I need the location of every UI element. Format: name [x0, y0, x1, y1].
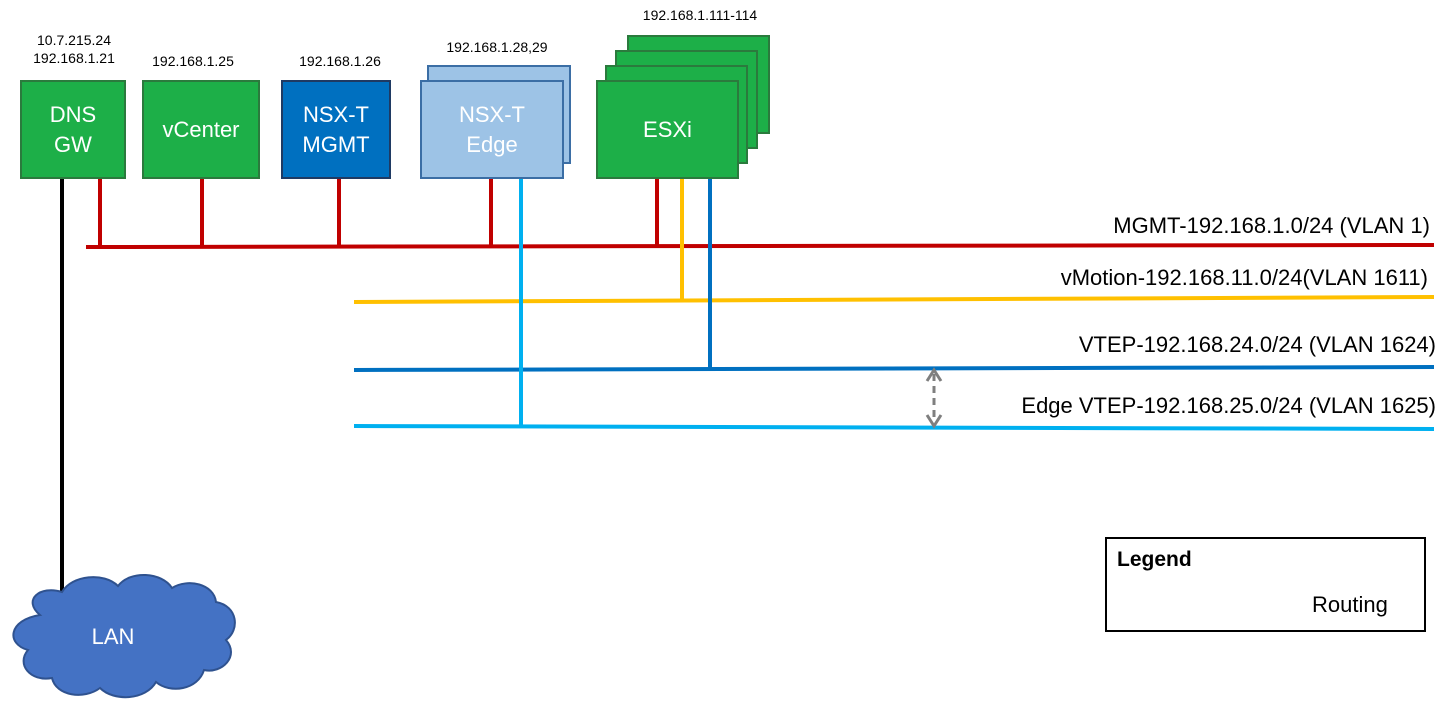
nsx-edge-ip-line-1: 192.168.1.28,29	[446, 39, 548, 55]
dns-gw-label-line-1: DNS	[49, 101, 97, 127]
vtep-network-label: VTEP-192.168.24.0/24 (VLAN 1624)	[1078, 332, 1436, 357]
legend-routing-label: Routing	[1312, 592, 1388, 617]
nsx-t-mgmt-label-line-2: MGMT	[302, 131, 370, 157]
legend-box: Legend Routing	[1105, 537, 1426, 632]
vcenter-label: vCenter	[162, 116, 240, 142]
nsx-t-edge-label-line-1: NSX-T	[459, 101, 525, 127]
vcenter-node[interactable]: vCenter	[142, 80, 260, 179]
dns-gw-label-line-2: GW	[54, 131, 92, 157]
legend-title: Legend	[1117, 548, 1192, 571]
nsx-mgmt-ip-label: 192.168.1.26	[280, 52, 400, 70]
vtep-network-line	[353, 365, 1435, 372]
esxi-label: ESXi	[643, 116, 692, 142]
lan-label: LAN	[91, 624, 135, 649]
edge-vtep-network-label: Edge VTEP-192.168.25.0/24 (VLAN 1625)	[1021, 393, 1436, 418]
vmotion-network-line	[353, 295, 1435, 304]
dns-ip-line-1: 10.7.215.24	[37, 32, 111, 48]
dns-gw-node[interactable]: DNS GW	[20, 80, 126, 179]
nsx-mgmt-ip-line-1: 192.168.1.26	[299, 53, 381, 69]
vcenter-ip-label: 192.168.1.25	[133, 52, 253, 70]
esxi-ip-line-1: 192.168.1.111-114	[642, 7, 758, 23]
mgmt-network-line	[85, 243, 1435, 249]
lan-cloud-icon	[12, 573, 236, 699]
dns-ip-label: 10.7.215.24 192.168.1.21	[14, 31, 134, 67]
edge-vtep-network-line	[353, 424, 1435, 431]
routing-arrow	[925, 367, 943, 429]
nsx-t-mgmt-label-line-1: NSX-T	[303, 101, 369, 127]
nsx-t-edge-node[interactable]: NSX-T Edge	[420, 80, 564, 179]
nsx-t-edge-label-line-2: Edge	[466, 131, 518, 157]
esxi-node[interactable]: ESXi	[596, 80, 739, 179]
vcenter-ip-line-1: 192.168.1.25	[152, 53, 234, 69]
nsx-t-mgmt-node[interactable]: NSX-T MGMT	[281, 80, 391, 179]
mgmt-network-label: MGMT-192.168.1.0/24 (VLAN 1)	[1113, 213, 1430, 238]
vmotion-network-label: vMotion-192.168.11.0/24(VLAN 1611)	[1060, 265, 1428, 290]
dns-ip-line-2: 192.168.1.21	[33, 50, 115, 66]
esxi-ip-label: 192.168.1.111-114	[620, 6, 780, 24]
nsx-edge-ip-label: 192.168.1.28,29	[427, 38, 567, 56]
